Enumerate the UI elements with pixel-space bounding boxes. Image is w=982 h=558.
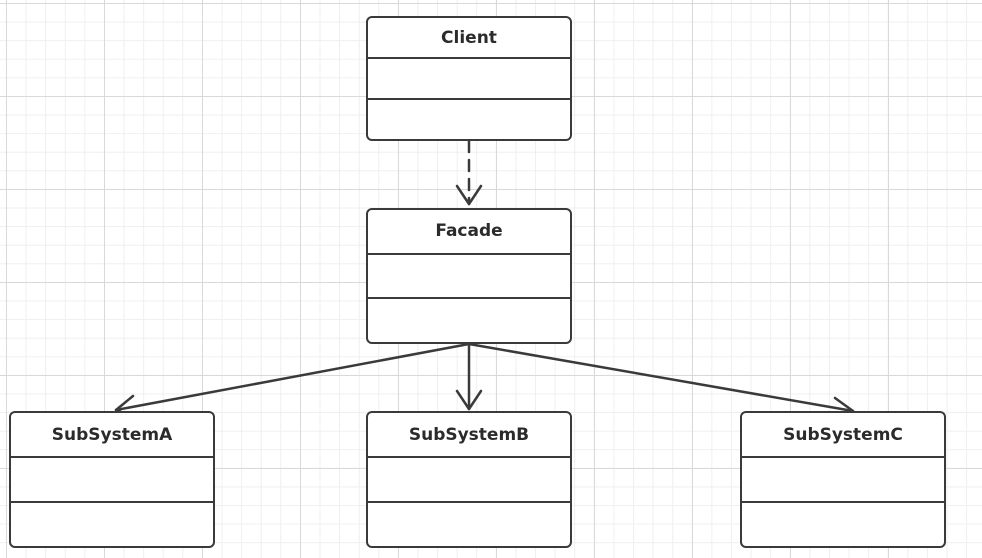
class-client-name: Client [441, 27, 497, 48]
dependency-client-facade [455, 139, 483, 206]
class-subsystem-b-attributes [368, 456, 570, 501]
class-subsystem-c-attributes [742, 456, 944, 501]
class-subsystem-b-operations [368, 501, 570, 546]
class-subsystem-c-name: SubSystemC [783, 424, 903, 445]
class-facade[interactable]: Facade [366, 208, 572, 344]
class-client[interactable]: Client [366, 16, 572, 141]
class-subsystem-a-operations [11, 501, 213, 546]
class-facade-attributes [368, 252, 570, 298]
association-facade-subsystem-b [455, 342, 483, 411]
class-client-operations [368, 98, 570, 139]
association-facade-subsystem-a [114, 342, 471, 420]
class-subsystem-a-attributes [11, 456, 213, 501]
class-facade-name: Facade [435, 221, 503, 242]
class-subsystem-a-name: SubSystemA [51, 424, 173, 445]
class-subsystem-a[interactable]: SubSystemA [9, 411, 215, 548]
class-facade-operations [368, 297, 570, 342]
class-client-attributes [368, 57, 570, 98]
class-subsystem-c[interactable]: SubSystemC [740, 411, 946, 548]
association-facade-subsystem-c [467, 342, 855, 422]
class-subsystem-b[interactable]: SubSystemB [366, 411, 572, 548]
class-subsystem-c-operations [742, 501, 944, 546]
class-subsystem-b-name: SubSystemB [408, 424, 530, 445]
